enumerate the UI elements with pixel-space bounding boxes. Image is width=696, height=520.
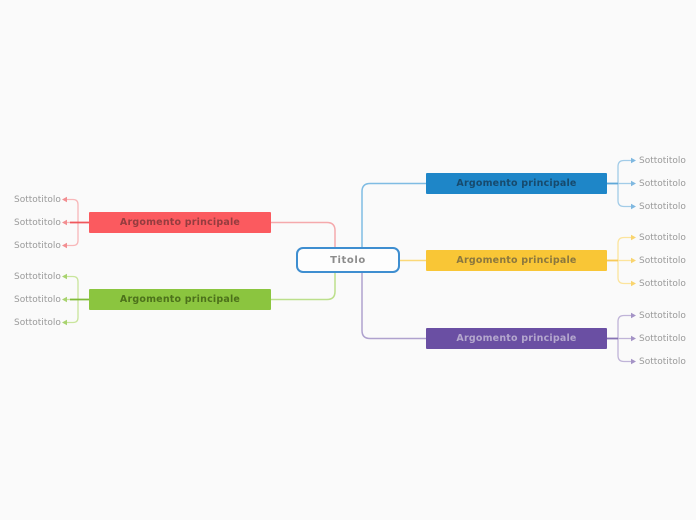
subtopic-label[interactable]: Sottotitolo xyxy=(14,294,61,305)
arrowhead-icon xyxy=(631,358,636,365)
subtopic-label[interactable]: Sottotitolo xyxy=(14,194,61,205)
subtopic-label[interactable]: Sottotitolo xyxy=(639,232,686,243)
topic-blue[interactable]: Argomento principale xyxy=(426,173,607,194)
subtopic-label[interactable]: Sottotitolo xyxy=(639,155,686,166)
subtopic-label[interactable]: Sottotitolo xyxy=(639,356,686,367)
arrowhead-icon xyxy=(631,280,636,287)
subtopic-label[interactable]: Sottotitolo xyxy=(14,240,61,251)
blue-bracket-bottom-line xyxy=(617,183,633,208)
arrowhead-icon xyxy=(62,242,67,249)
arrowhead-icon xyxy=(62,319,67,326)
green-bracket-bottom-line xyxy=(65,299,79,324)
topic-green[interactable]: Argomento principale xyxy=(89,289,271,310)
arrowhead-icon xyxy=(62,296,67,303)
green-bracket-top-line xyxy=(65,275,79,300)
arrowhead-icon xyxy=(631,335,636,342)
topic-yellow[interactable]: Argomento principale xyxy=(426,250,607,271)
subtopic-label[interactable]: Sottotitolo xyxy=(14,271,61,282)
subtopic-label[interactable]: Sottotitolo xyxy=(639,255,686,266)
yellow-bracket-bottom-line xyxy=(617,260,633,285)
arrowhead-icon xyxy=(631,312,636,319)
root-topic[interactable]: Titolo xyxy=(296,247,400,273)
subtopic-label[interactable]: Sottotitolo xyxy=(639,278,686,289)
blue-root-link-line xyxy=(361,182,426,247)
arrowhead-icon xyxy=(62,196,67,203)
arrowhead-icon xyxy=(62,273,67,280)
yellow-bracket-top-line xyxy=(617,236,633,261)
arrowhead-icon xyxy=(631,234,636,241)
subtopic-label[interactable]: Sottotitolo xyxy=(14,317,61,328)
subtopic-label[interactable]: Sottotitolo xyxy=(639,333,686,344)
arrowhead-icon xyxy=(631,180,636,187)
arrowhead-icon xyxy=(62,219,67,226)
red-bracket-bottom-line xyxy=(65,222,79,247)
green-root-link-line xyxy=(271,273,336,301)
subtopic-label[interactable]: Sottotitolo xyxy=(639,310,686,321)
red-bracket-top-line xyxy=(65,198,79,223)
arrowhead-icon xyxy=(631,203,636,210)
arrowhead-icon xyxy=(631,257,636,264)
subtopic-label[interactable]: Sottotitolo xyxy=(14,217,61,228)
purple-bracket-bottom-line xyxy=(617,338,633,363)
topic-purple[interactable]: Argomento principale xyxy=(426,328,607,349)
blue-bracket-top-line xyxy=(617,159,633,184)
topic-red[interactable]: Argomento principale xyxy=(89,212,271,233)
arrowhead-icon xyxy=(631,157,636,164)
purple-root-link-line xyxy=(361,273,426,340)
subtopic-label[interactable]: Sottotitolo xyxy=(639,178,686,189)
subtopic-label[interactable]: Sottotitolo xyxy=(639,201,686,212)
purple-bracket-top-line xyxy=(617,314,633,339)
red-root-link-line xyxy=(271,221,336,247)
